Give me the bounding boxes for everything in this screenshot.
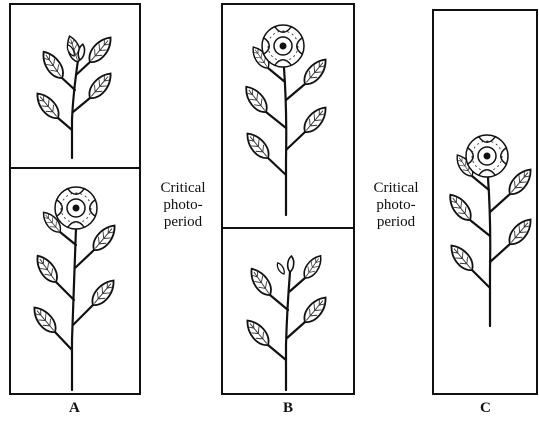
flowering-plant <box>241 25 331 215</box>
panel-c-label: C <box>480 400 491 417</box>
panel-c <box>433 10 537 394</box>
panel-a-label: A <box>69 400 80 417</box>
vegetative-plant <box>242 252 330 390</box>
flowering-plant <box>29 187 119 390</box>
panel-b <box>222 4 354 394</box>
critical-line2: photo- <box>145 197 221 214</box>
panel-c-box <box>433 10 537 394</box>
critical-line1: Critical <box>361 180 431 197</box>
critical-photoperiod-label-2: Critical photo- period <box>361 180 431 231</box>
vegetative-plant <box>32 33 115 158</box>
panel-b-label: B <box>283 400 293 417</box>
flowering-plant <box>445 135 536 326</box>
critical-line1: Critical <box>145 180 221 197</box>
panel-a <box>10 4 140 394</box>
critical-photoperiod-label-1: Critical photo- period <box>145 180 221 231</box>
critical-line2: photo- <box>361 197 431 214</box>
critical-line3: period <box>145 214 221 231</box>
critical-line3: period <box>361 214 431 231</box>
